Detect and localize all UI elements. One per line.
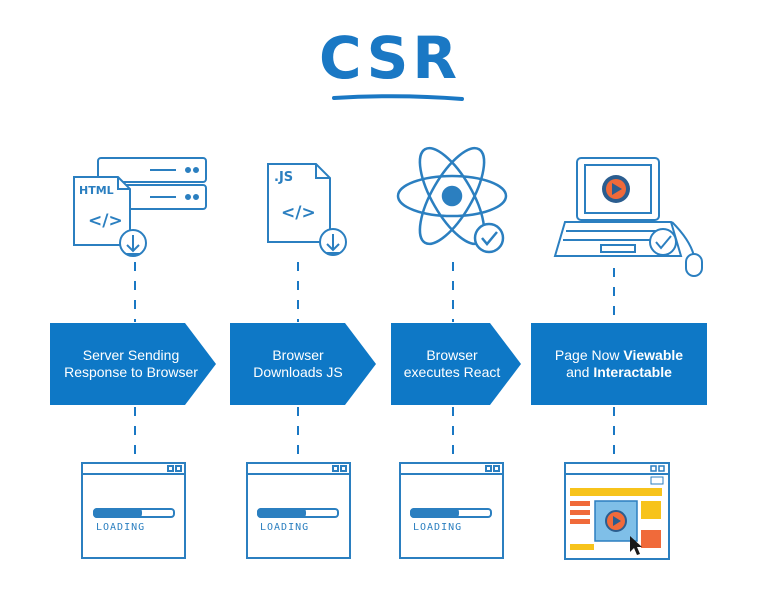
html-label: HTML	[79, 184, 114, 197]
step-1-line-2: Response to Browser	[64, 364, 198, 380]
step-4-box: Page Now Viewable and Interactable	[531, 323, 707, 405]
step-4-line-2-bold: Interactable	[593, 364, 672, 380]
laptop-video-icon	[553, 157, 703, 277]
html-document-server-icon	[73, 157, 207, 257]
page-title: CSR	[318, 24, 462, 92]
title-underline	[332, 94, 464, 101]
step-3-line-2: executes React	[403, 364, 501, 380]
step-2-line-1: Browser	[272, 347, 324, 363]
step-2-box: Browser Downloads JS	[230, 323, 366, 405]
step-1-shape	[50, 323, 216, 405]
step-4-line-1: Page Now Viewable	[555, 347, 683, 364]
loading-label-1: LOADING	[96, 522, 145, 533]
loading-label-2: LOADING	[260, 522, 309, 533]
loading-screen-2	[246, 462, 351, 559]
code-brackets-1: </>	[88, 211, 123, 231]
loading-label-3: LOADING	[413, 522, 462, 533]
step-1-line-1: Server Sending	[82, 347, 180, 363]
step-4-line-2: and Interactable	[555, 364, 683, 381]
loading-screen-1	[81, 462, 186, 559]
step-2-line-2: Downloads JS	[253, 364, 343, 380]
step-3-line-1: Browser	[426, 347, 478, 363]
rendered-page-screen	[564, 462, 670, 560]
dashed-connectors	[134, 262, 615, 462]
cursor-icon	[630, 536, 642, 555]
loading-screen-3	[399, 462, 504, 559]
step-2-shape	[230, 323, 376, 405]
js-label: .JS	[274, 170, 293, 185]
step-3-shape	[391, 323, 521, 405]
step-4-line-2-pre: and	[566, 364, 594, 380]
code-brackets-2: </>	[281, 203, 316, 223]
step-4-line-1-bold: Viewable	[623, 347, 684, 363]
react-atom-icon	[396, 146, 508, 254]
step-4-line-1-pre: Page Now	[554, 347, 624, 363]
step-4-shape	[531, 323, 707, 405]
step-1-box: Server Sending Response to Browser	[50, 323, 212, 405]
video-play-icon	[602, 175, 630, 203]
step-3-box: Browser executes React	[391, 323, 513, 405]
js-file-download-icon	[267, 163, 347, 256]
